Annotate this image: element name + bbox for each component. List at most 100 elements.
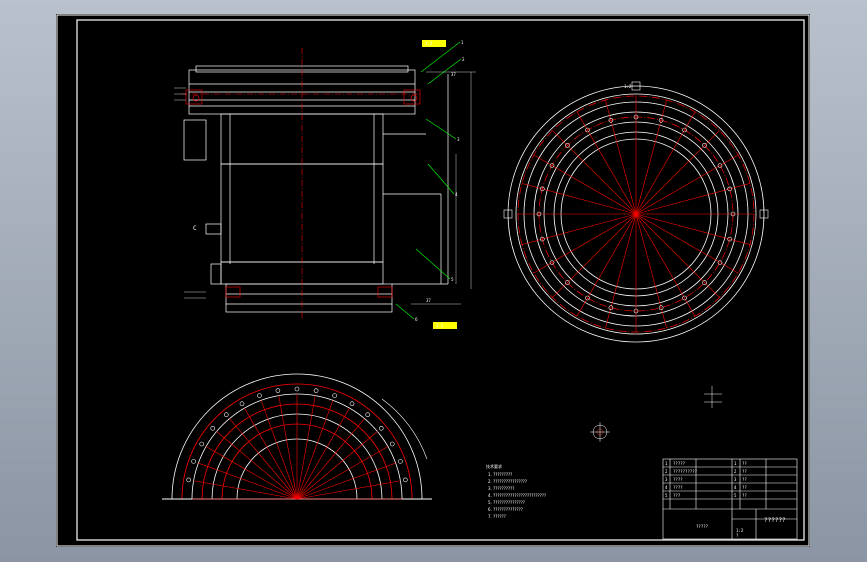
title-block <box>662 458 798 540</box>
svg-text:1. ?????????: 1. ????????? <box>488 472 512 477</box>
radial-line <box>635 213 696 317</box>
ring-1 <box>515 93 757 335</box>
title-block-cell: ???? <box>673 477 683 482</box>
half-hole <box>239 401 245 407</box>
bolt-hole <box>633 114 639 120</box>
radial-line <box>552 213 637 298</box>
bolt-hole <box>702 143 707 148</box>
cad-drawing: 1 2 3 4 5 6 3.2 3.2 C 37 37 1:2 <box>56 14 810 547</box>
half-hole <box>403 477 408 483</box>
half-hole <box>223 412 229 418</box>
bolt-hole <box>608 305 614 310</box>
key-left <box>503 209 513 219</box>
bolt-hole <box>658 305 664 310</box>
half-hole <box>365 412 371 418</box>
radial-line <box>576 111 637 215</box>
svg-text:4. ?????????????????????????: 4. ????????????????????????? <box>488 493 546 498</box>
section-letter: C <box>193 225 197 232</box>
half-hole <box>349 401 355 407</box>
half-radial <box>260 400 298 500</box>
radial-line <box>635 111 696 215</box>
svg-text:3: 3 <box>457 137 460 142</box>
end-view-circle <box>503 81 769 343</box>
title-block-cell: ????? <box>673 461 686 466</box>
bolt-hole <box>565 143 570 148</box>
roughness-callout-top <box>422 40 446 47</box>
title-block-cell: ??? <box>673 493 681 498</box>
svg-text:1: 1 <box>461 40 464 45</box>
technical-requirements: 技术要求 1. ????????? 2. ???????????????? 3.… <box>486 463 546 519</box>
end-view-scale: 1:2 <box>624 84 632 89</box>
drawing-scale: 1:2 <box>736 528 744 533</box>
radial-line <box>521 213 637 245</box>
radial-line <box>635 213 667 329</box>
dim-label-top: 37 <box>451 72 456 77</box>
sheet-inner-border <box>76 19 805 541</box>
radial-line <box>533 213 637 274</box>
half-radial <box>296 400 334 500</box>
radial-line <box>605 99 637 215</box>
title-block-text: 1?????1??2??????????2??3????3??4????4??5… <box>665 461 747 498</box>
detail-symbol <box>590 386 722 442</box>
title-block-cell: 3 <box>734 477 737 482</box>
left-lug <box>183 119 207 161</box>
key-top <box>631 81 641 91</box>
drawing-number: ?????? <box>764 517 786 524</box>
title-block-cell: 4 <box>665 485 668 490</box>
svg-text:2: 2 <box>462 57 465 62</box>
title-block-cell: ?? <box>742 493 747 498</box>
title-block-cell: ?? <box>742 477 747 482</box>
svg-text:5. ???????????????: 5. ??????????????? <box>488 500 525 505</box>
bolt-hole <box>540 236 545 242</box>
bolt-hole <box>536 211 542 217</box>
bolt-hole <box>608 118 614 123</box>
svg-text:6. ??????????????: 6. ?????????????? <box>488 507 523 512</box>
roughness-callout-bottom <box>433 322 457 329</box>
bolt-hole <box>565 280 570 285</box>
drawing-name: ????? <box>696 524 709 529</box>
svg-text:2. ????????????????: 2. ???????????????? <box>488 479 527 484</box>
half-ring-1 <box>181 383 413 500</box>
key-right <box>759 209 769 219</box>
part-number-labels: 1 2 3 4 5 6 <box>415 40 465 322</box>
tech-notes-heading: 技术要求 <box>486 463 502 469</box>
half-hole <box>257 393 262 398</box>
half-radial <box>278 395 298 500</box>
drawing-sheet: 1 2 3 4 5 6 3.2 3.2 C 37 37 1:2 <box>56 14 810 547</box>
half-radial <box>296 446 389 500</box>
title-block-cell: 3 <box>665 477 668 482</box>
radial-line <box>521 183 637 215</box>
half-radial <box>216 431 298 500</box>
title-block-cell: 2 <box>734 469 737 474</box>
bolt-hole <box>658 118 664 123</box>
bolt-hole <box>682 127 687 133</box>
ring-0 <box>507 85 765 343</box>
bolt-hole <box>585 127 590 133</box>
title-block-cell: 1 <box>665 461 668 466</box>
title-block-cell: ?? <box>742 485 747 490</box>
half-ring-0 <box>171 373 423 500</box>
half-radial <box>198 462 298 500</box>
bolt-hole <box>717 260 723 265</box>
radial-line <box>635 154 739 215</box>
half-hole <box>332 393 337 398</box>
title-block-cell: 1 <box>734 461 737 466</box>
svg-text:6: 6 <box>415 317 418 322</box>
title-block-cell: 4 <box>734 485 737 490</box>
half-radial <box>296 395 316 500</box>
title-block-cell: 5 <box>665 493 668 498</box>
radial-line <box>552 130 637 215</box>
radial-line <box>635 213 739 274</box>
radial-line <box>635 213 720 298</box>
svg-text:3. ??????????: 3. ?????????? <box>488 486 514 491</box>
title-block-cell: ?? <box>742 461 747 466</box>
radial-line <box>576 213 637 317</box>
half-hole <box>275 388 281 393</box>
title-block-cell: ???? <box>673 485 683 490</box>
half-hole <box>210 425 216 431</box>
half-radial <box>205 446 298 500</box>
dim-label-bottom: 37 <box>426 298 431 303</box>
bolt-hole <box>727 236 732 242</box>
title-block-cell: 2 <box>665 469 668 474</box>
half-radial <box>296 462 396 500</box>
